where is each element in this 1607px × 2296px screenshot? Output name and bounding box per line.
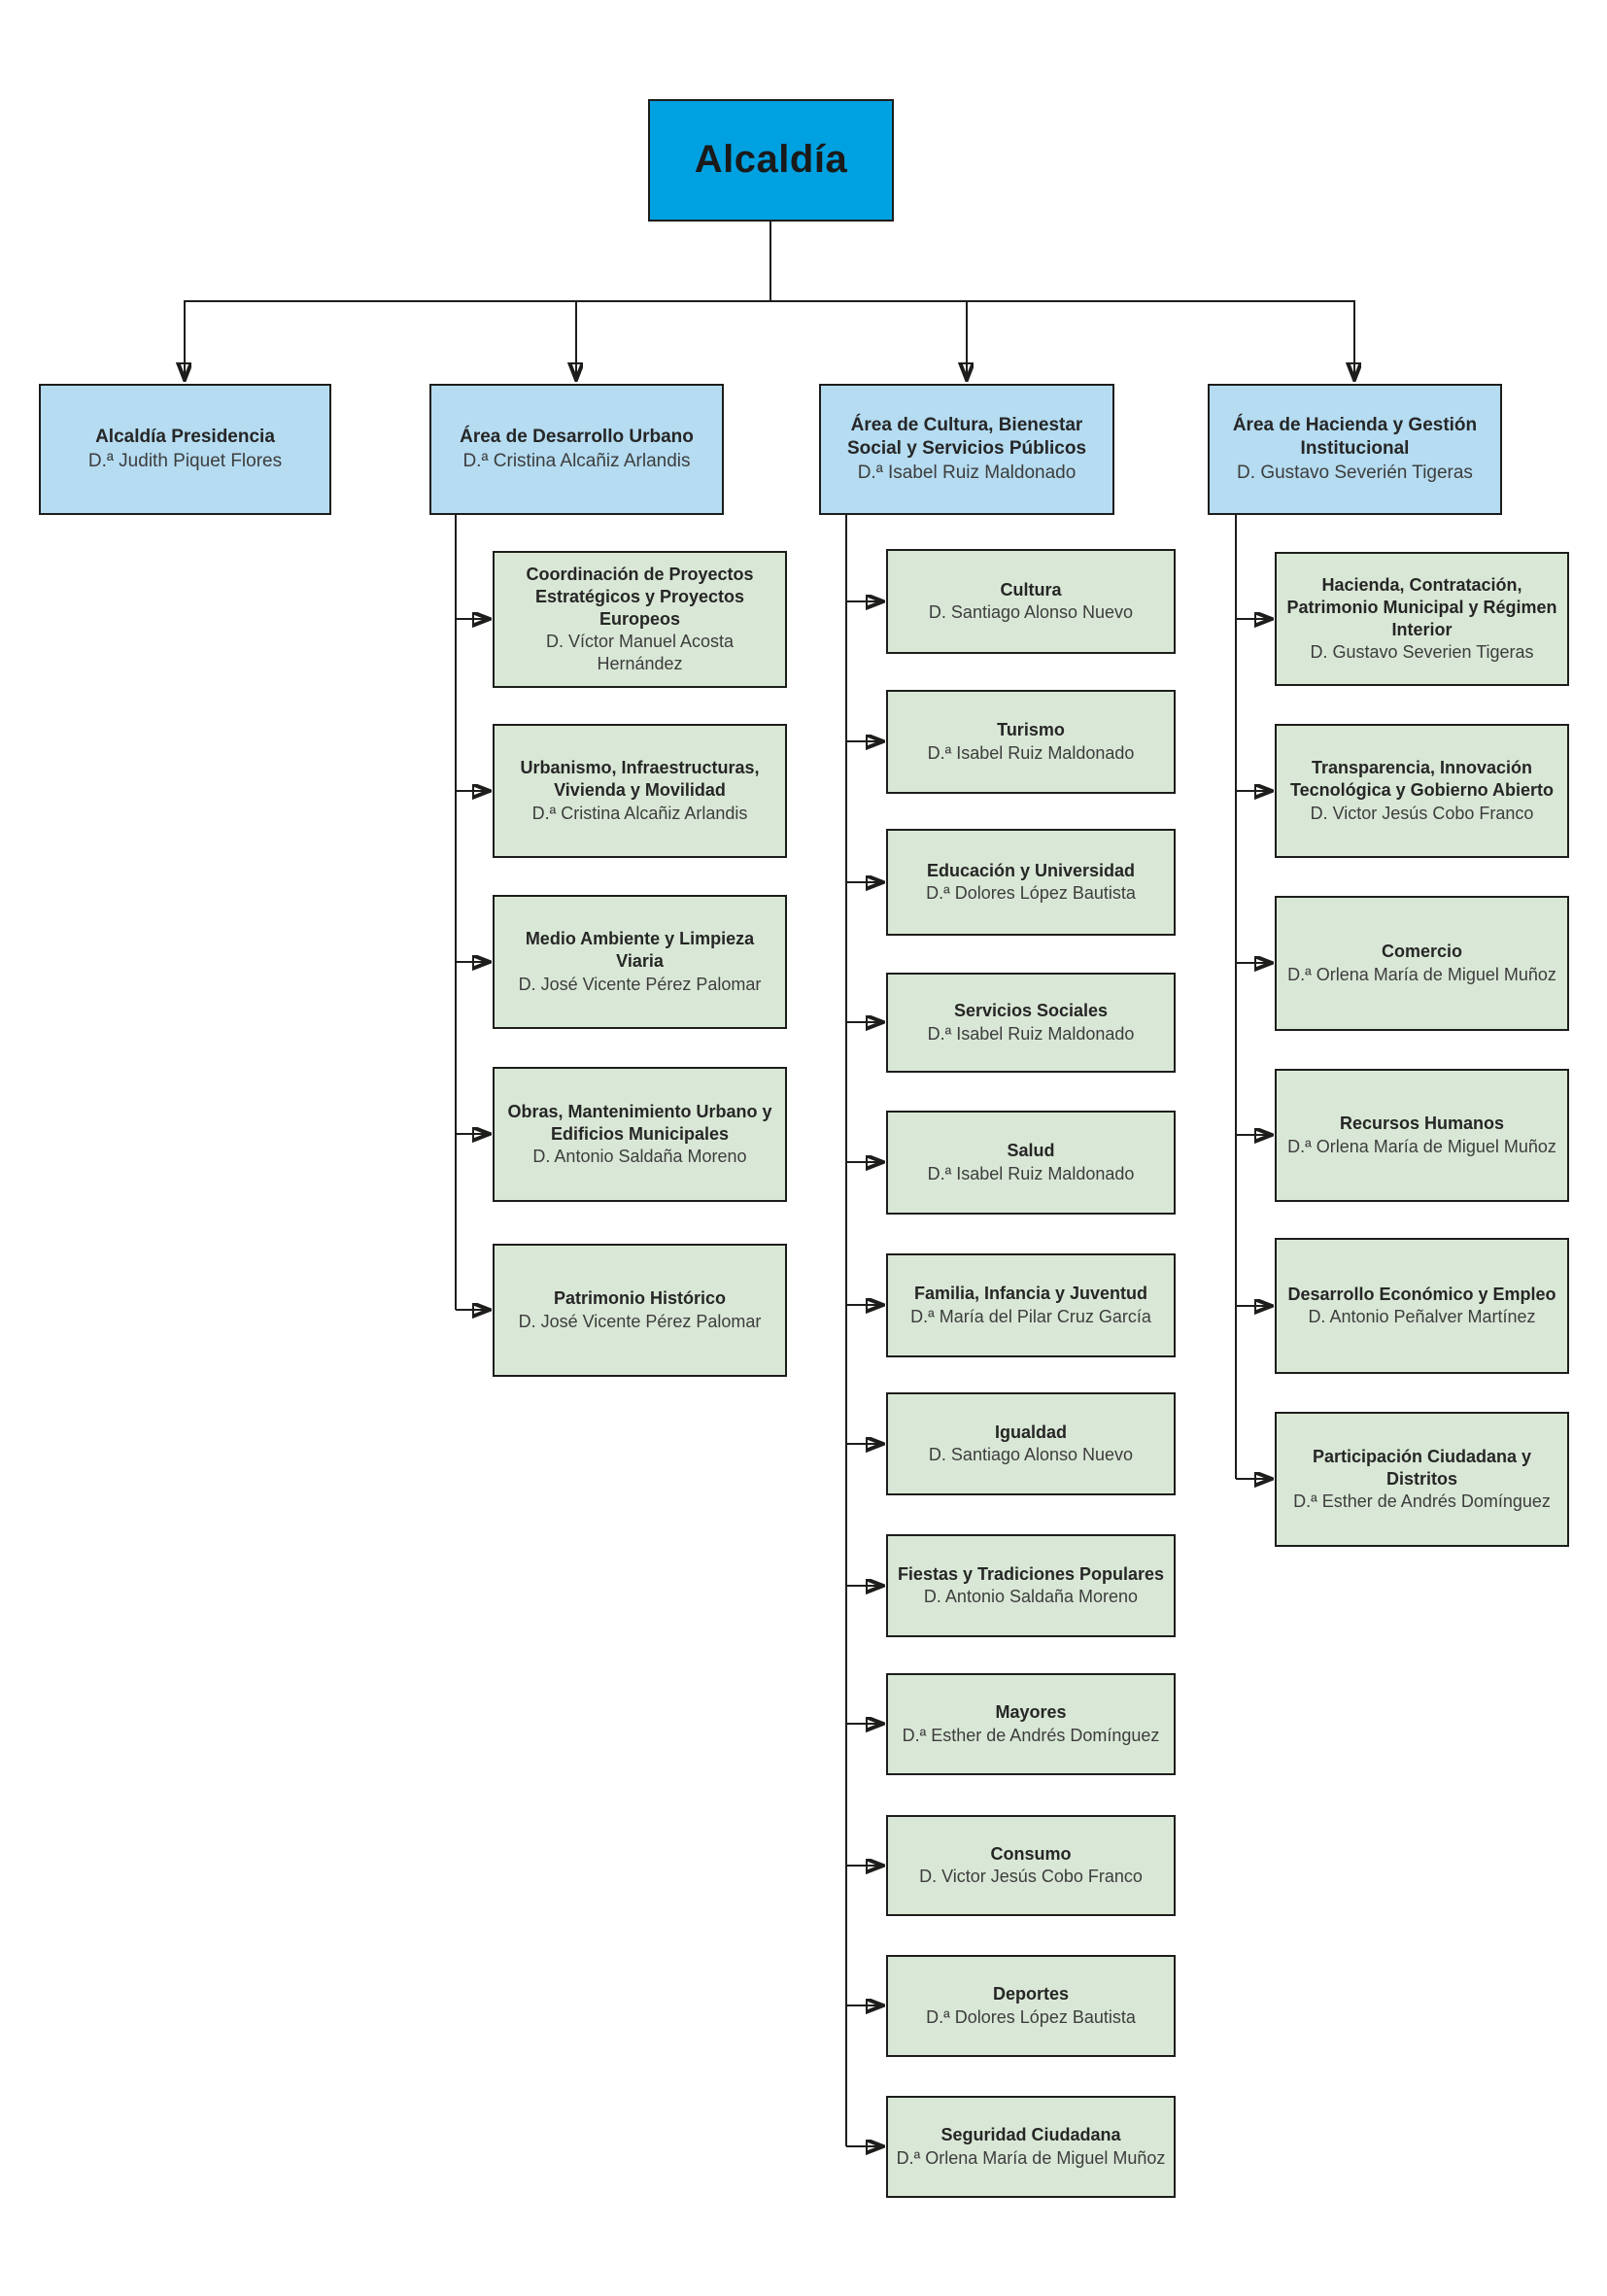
node-title: Alcaldía xyxy=(694,138,848,182)
node-title: Coordinación de Proyectos Estratégicos y… xyxy=(526,564,754,629)
node-title: Fiestas y Tradiciones Populares xyxy=(897,1563,1165,1584)
node-title: Salud xyxy=(1007,1141,1055,1161)
node-title: Cultura xyxy=(1000,579,1062,600)
node-area-cultura-bienestar: Área de Cultura, Bienestar Social y Serv… xyxy=(819,384,1114,515)
node-person: D.ª Esther de Andrés Domínguez xyxy=(902,1725,1160,1745)
node-title: Patrimonio Histórico xyxy=(553,1288,727,1309)
node-title: Área de Desarrollo Urbano xyxy=(460,427,694,448)
node-person: D. José Vicente Pérez Palomar xyxy=(518,974,762,994)
node-medio-ambiente: Medio Ambiente y Limpieza Viaria D. José… xyxy=(493,895,787,1029)
node-person: D.ª Isabel Ruiz Maldonado xyxy=(927,1163,1135,1183)
node-person: D.ª María del Pilar Cruz García xyxy=(910,1306,1151,1326)
node-educacion-universidad: Educación y Universidad D.ª Dolores Lópe… xyxy=(886,829,1176,936)
node-person: D. Antonio Peñalver Martínez xyxy=(1308,1307,1536,1326)
node-person: D.ª Orlena María de Miguel Muñoz xyxy=(1287,1136,1556,1156)
node-transparencia-innovacion: Transparencia, Innovación Tecnológica y … xyxy=(1275,724,1569,858)
node-title: Servicios Sociales xyxy=(953,1001,1109,1021)
node-title: Urbanismo, Infraestructuras, Vivienda y … xyxy=(520,758,760,801)
node-title: Comercio xyxy=(1381,942,1463,962)
node-person: D.ª Isabel Ruiz Maldonado xyxy=(927,1023,1135,1044)
node-title: Educación y Universidad xyxy=(926,860,1136,880)
node-person: D. Gustavo Severien Tigeras xyxy=(1310,642,1534,663)
node-person: D. Santiago Alonso Nuevo xyxy=(928,602,1134,622)
node-person: D.ª Judith Piquet Flores xyxy=(87,450,283,471)
node-cultura: Cultura D. Santiago Alonso Nuevo xyxy=(886,549,1176,654)
node-person: D. Víctor Manuel Acosta Hernández xyxy=(545,632,735,674)
node-deportes: Deportes D.ª Dolores López Bautista xyxy=(886,1955,1176,2057)
node-comercio: Comercio D.ª Orlena María de Miguel Muño… xyxy=(1275,896,1569,1031)
node-urbanismo-infraestructuras: Urbanismo, Infraestructuras, Vivienda y … xyxy=(493,724,787,858)
node-obras-mantenimiento: Obras, Mantenimiento Urbano y Edificios … xyxy=(493,1067,787,1202)
node-person: D. Santiago Alonso Nuevo xyxy=(928,1445,1134,1464)
node-person: D. Victor Jesús Cobo Franco xyxy=(1310,803,1534,823)
node-title: Alcaldía Presidencia xyxy=(95,427,275,448)
node-person: D.ª Orlena María de Miguel Muñoz xyxy=(1287,964,1556,984)
node-person: D.ª Esther de Andrés Domínguez xyxy=(1293,1491,1551,1512)
node-person: D. Victor Jesús Cobo Franco xyxy=(919,1867,1143,1886)
node-title: Recursos Humanos xyxy=(1339,1114,1505,1134)
node-patrimonio-historico: Patrimonio Histórico D. José Vicente Pér… xyxy=(493,1244,787,1377)
node-person: D.ª Cristina Alcañiz Arlandis xyxy=(531,803,748,823)
node-igualdad: Igualdad D. Santiago Alonso Nuevo xyxy=(886,1392,1176,1495)
node-title: Consumo xyxy=(990,1843,1072,1864)
node-person: D. José Vicente Pérez Palomar xyxy=(518,1311,762,1331)
node-person: D.ª Orlena María de Miguel Muñoz xyxy=(896,2147,1166,2168)
node-person: D.ª Dolores López Bautista xyxy=(926,2006,1136,2027)
node-title: Participación Ciudadana y Distritos xyxy=(1312,1446,1532,1489)
node-alcaldia: Alcaldía xyxy=(648,99,894,222)
node-title: Desarrollo Económico y Empleo xyxy=(1287,1284,1556,1304)
node-person: D. Antonio Saldaña Moreno xyxy=(923,1587,1139,1606)
node-title: Área de Cultura, Bienestar Social y Serv… xyxy=(846,415,1087,460)
node-area-hacienda-gestion: Área de Hacienda y Gestión Institucional… xyxy=(1208,384,1502,515)
node-salud: Salud D.ª Isabel Ruiz Maldonado xyxy=(886,1111,1176,1215)
node-servicios-sociales: Servicios Sociales D.ª Isabel Ruiz Maldo… xyxy=(886,973,1176,1073)
node-title: Área de Hacienda y Gestión Institucional xyxy=(1232,415,1478,460)
node-desarrollo-economico: Desarrollo Económico y Empleo D. Antonio… xyxy=(1275,1238,1569,1374)
node-alcaldia-presidencia: Alcaldía Presidencia D.ª Judith Piquet F… xyxy=(39,384,331,515)
node-mayores: Mayores D.ª Esther de Andrés Domínguez xyxy=(886,1673,1176,1775)
node-title: Hacienda, Contratación, Patrimonio Munic… xyxy=(1286,574,1557,639)
node-seguridad-ciudadana: Seguridad Ciudadana D.ª Orlena María de … xyxy=(886,2096,1176,2198)
node-coordinacion-proyectos: Coordinación de Proyectos Estratégicos y… xyxy=(493,551,787,688)
node-title: Turismo xyxy=(997,720,1065,740)
node-title: Seguridad Ciudadana xyxy=(940,2125,1121,2145)
node-title: Transparencia, Innovación Tecnológica y … xyxy=(1289,758,1555,801)
node-title: Mayores xyxy=(995,1702,1067,1723)
node-title: Deportes xyxy=(992,1984,1070,2005)
node-area-desarrollo-urbano: Área de Desarrollo Urbano D.ª Cristina A… xyxy=(429,384,724,515)
node-title: Familia, Infancia y Juventud xyxy=(913,1284,1148,1304)
node-person: D.ª Isabel Ruiz Maldonado xyxy=(857,462,1077,483)
node-title: Medio Ambiente y Limpieza Viaria xyxy=(525,929,755,972)
node-fiestas-tradiciones: Fiestas y Tradiciones Populares D. Anton… xyxy=(886,1534,1176,1637)
node-person: D.ª Cristina Alcañiz Arlandis xyxy=(462,450,691,471)
node-person: D. Gustavo Severién Tigeras xyxy=(1237,462,1473,483)
node-turismo: Turismo D.ª Isabel Ruiz Maldonado xyxy=(886,690,1176,794)
node-familia-infancia-juventud: Familia, Infancia y Juventud D.ª María d… xyxy=(886,1253,1176,1357)
node-consumo: Consumo D. Victor Jesús Cobo Franco xyxy=(886,1815,1176,1916)
node-person: D.ª Dolores López Bautista xyxy=(926,883,1136,903)
node-hacienda-contratacion: Hacienda, Contratación, Patrimonio Munic… xyxy=(1275,552,1569,686)
node-participacion-ciudadana: Participación Ciudadana y Distritos D.ª … xyxy=(1275,1412,1569,1547)
node-person: D.ª Isabel Ruiz Maldonado xyxy=(927,742,1135,763)
node-title: Igualdad xyxy=(994,1422,1067,1442)
node-recursos-humanos: Recursos Humanos D.ª Orlena María de Mig… xyxy=(1275,1069,1569,1202)
node-title: Obras, Mantenimiento Urbano y Edificios … xyxy=(507,1101,772,1144)
node-person: D. Antonio Saldaña Moreno xyxy=(532,1147,747,1167)
